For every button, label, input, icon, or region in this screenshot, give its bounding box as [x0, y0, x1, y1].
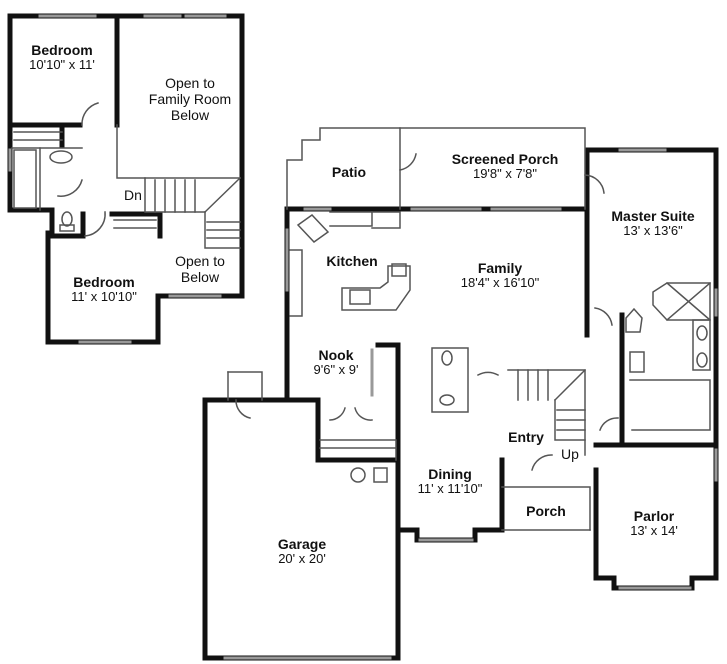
- room-label-upper-bedroom-2: Bedroom 11' x 10'10": [71, 274, 137, 305]
- open-to-family-room-label: Open to Family Room Below: [148, 75, 232, 124]
- room-label-entry: Entry: [508, 429, 544, 445]
- room-label-upper-bedroom-1: Bedroom 10'10" x 11': [29, 42, 95, 73]
- room-label-dining: Dining 11' x 11'10": [417, 466, 483, 497]
- room-label-master-suite: Master Suite 13' x 13'6": [611, 208, 695, 239]
- room-label-screened-porch: Screened Porch 19'8" x 7'8": [451, 151, 559, 182]
- room-label-porch: Porch: [526, 503, 566, 519]
- room-dims: 10'10" x 11': [29, 57, 95, 73]
- room-label-kitchen: Kitchen: [326, 253, 378, 269]
- main-windows: [223, 148, 718, 660]
- open-to-below-label: Open to Below: [175, 253, 225, 286]
- upper-windows: [8, 14, 227, 344]
- main-stair-label: Up: [561, 446, 579, 462]
- room-label-family: Family 18'4" x 16'10": [460, 260, 540, 291]
- room-name: Bedroom: [31, 42, 93, 58]
- room-label-parlor: Parlor 13' x 14': [630, 508, 678, 539]
- room-label-nook: Nook 9'6" x 9': [313, 347, 359, 378]
- upper-thin-walls: [11, 102, 242, 249]
- room-label-garage: Garage 20' x 20': [277, 536, 327, 567]
- upper-stair-label: Dn: [124, 187, 142, 203]
- room-label-patio: Patio: [331, 164, 367, 180]
- main-floor-outdoor: [227, 127, 712, 531]
